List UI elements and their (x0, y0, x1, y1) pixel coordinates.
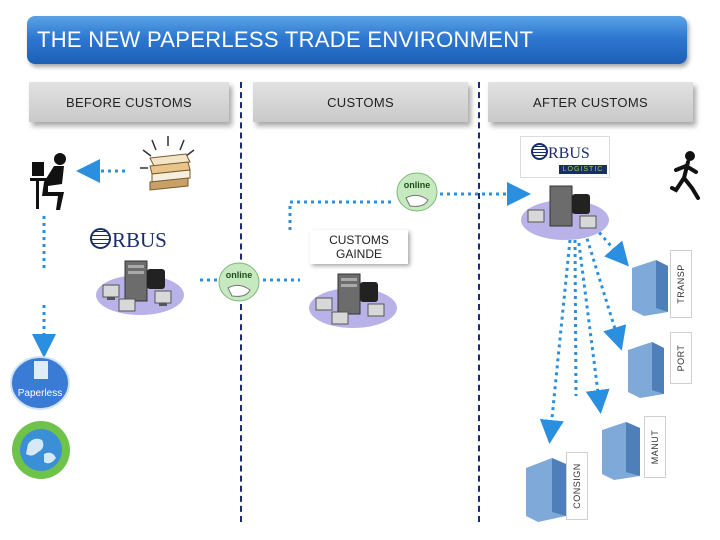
divider-right (478, 82, 480, 522)
label-transp: TRANSP (670, 250, 692, 318)
divider-left (240, 82, 242, 522)
label-consign: CONSIGN (566, 452, 588, 520)
svg-text:online: online (226, 270, 253, 280)
title-bar: THE NEW PAPERLESS TRADE ENVIRONMENT (27, 16, 687, 64)
arrow-consign (539, 239, 572, 444)
svg-text:online: online (404, 180, 431, 190)
server-cluster-customs-icon (309, 273, 397, 328)
building-manut-icon (602, 422, 640, 480)
column-customs: CUSTOMS (253, 82, 468, 122)
arrow-mid (573, 239, 578, 397)
server-cluster-before-icon (96, 260, 184, 315)
column-after-customs: AFTER CUSTOMS (488, 82, 693, 122)
orbus-logistic-logo: RBUS LOGISTIC (520, 136, 610, 178)
orbus-logo: RBUS (90, 228, 167, 253)
label-manut: MANUT (644, 416, 666, 478)
customs-box-line2: GAINDE (335, 247, 382, 261)
person-at-computer-icon (30, 153, 66, 210)
globe-icon (12, 421, 70, 479)
arrow-port (583, 231, 627, 351)
paper-stack-icon (140, 136, 195, 191)
server-cluster-after-icon (521, 185, 609, 240)
online-badge-left: online (218, 262, 260, 302)
column-before-customs: BEFORE CUSTOMS (29, 82, 229, 122)
online-badge-right: online (396, 172, 438, 212)
logistic-tag: LOGISTIC (559, 165, 607, 174)
svg-text:Paperless: Paperless (18, 388, 62, 399)
building-port-icon (628, 342, 664, 398)
label-port: PORT (670, 332, 692, 384)
customs-gainde-box: CUSTOMS GAINDE (310, 230, 408, 264)
running-person-icon (670, 151, 700, 200)
page-title: THE NEW PAPERLESS TRADE ENVIRONMENT (37, 27, 534, 52)
customs-box-line1: CUSTOMS (329, 233, 389, 247)
paperless-badge-icon: Paperless (10, 356, 70, 410)
arrow-customs-up (288, 200, 395, 230)
building-consign-icon (526, 458, 566, 522)
arrow-manut (576, 235, 610, 414)
building-transp-icon (632, 260, 668, 316)
